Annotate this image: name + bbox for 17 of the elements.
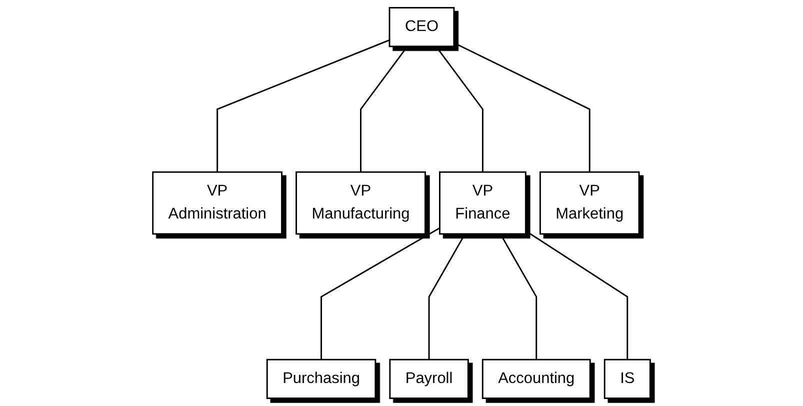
node-box: VP Finance [439, 171, 526, 235]
connector [454, 42, 590, 172]
node-box: VP Marketing [539, 171, 640, 235]
node-box: VP Administration [152, 171, 282, 235]
node-box: Payroll [389, 358, 469, 399]
node-box: Accounting [482, 358, 591, 399]
connector [320, 227, 440, 360]
node-box: IS [604, 358, 651, 399]
node-box: CEO [388, 7, 455, 48]
connector [360, 46, 408, 172]
node-box: VP Manufacturing [296, 171, 426, 235]
connector [428, 234, 466, 360]
connector [435, 46, 484, 172]
connector [216, 39, 390, 172]
connector [525, 230, 628, 360]
node-box: Purchasing [266, 358, 376, 399]
connector [500, 234, 538, 360]
